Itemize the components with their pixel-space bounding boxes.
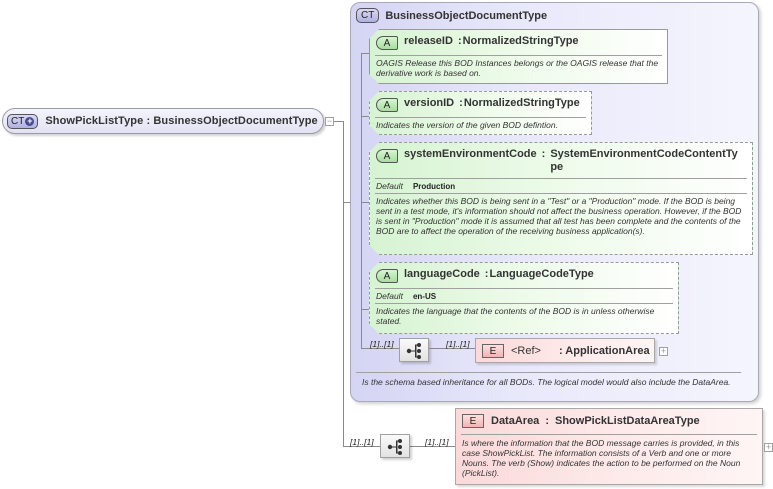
attribute-documentation: Indicates whether this BOD is being sent… <box>376 196 742 236</box>
documentation-divider <box>356 372 741 373</box>
divider <box>375 55 662 56</box>
base-complex-type-container: CT BusinessObjectDocumentType A releaseI… <box>350 2 759 402</box>
default-value: en-US <box>412 291 437 301</box>
element-header: E <Ref> : ApplicationArea <box>476 339 654 358</box>
attribute-name: languageCode <box>404 268 480 280</box>
divider <box>375 178 747 179</box>
element-badge: E <box>462 414 484 428</box>
attribute-connector-3 <box>361 202 371 203</box>
attribute-name: releaseID <box>404 35 453 47</box>
sequence-compositor[interactable] <box>380 434 410 458</box>
attribute-type: NormalizedStringType <box>463 97 580 109</box>
element-cardinality: [1]..[1] <box>425 437 449 447</box>
sequence-connector <box>361 348 399 349</box>
attribute-badge: A <box>376 36 398 50</box>
sequence-compositor[interactable] <box>399 338 429 362</box>
type-separator: : <box>545 415 549 427</box>
divider <box>375 303 673 304</box>
type-separator: : <box>541 148 546 160</box>
default-label: Default <box>376 291 403 301</box>
element-header: E DataArea : ShowPickListDataAreaType <box>456 409 762 428</box>
attribute-systemenvironmentcode[interactable]: A systemEnvironmentCode : SystemEnvironm… <box>369 142 753 255</box>
attribute-header: A systemEnvironmentCode : SystemEnvironm… <box>370 143 752 174</box>
attribute-type: SystemEnvironmentCodeContentTy pe <box>550 148 738 173</box>
type-separator: : <box>457 35 462 47</box>
complex-type-badge: CT + <box>7 113 39 129</box>
root-type-title: ShowPickListType : BusinessObjectDocumen… <box>45 115 318 127</box>
default-value: Production <box>412 181 456 191</box>
attribute-connector-vertical <box>361 53 362 348</box>
divider <box>375 117 586 118</box>
expand-applicationarea-toggle[interactable]: + <box>659 346 668 356</box>
extension-plus-icon: + <box>25 115 35 126</box>
attribute-versionid[interactable]: A versionID : NormalizedStringType Indic… <box>369 91 592 135</box>
attribute-releaseid[interactable]: A releaseID : NormalizedStringType OAGIS… <box>369 29 668 84</box>
collapse-root-toggle[interactable]: − <box>325 116 334 126</box>
type-separator: : <box>484 268 489 280</box>
element-applicationarea[interactable]: E <Ref> : ApplicationArea <box>475 338 655 363</box>
attribute-badge: A <box>376 98 398 112</box>
sequence-icon <box>387 439 402 455</box>
complex-type-badge: CT <box>356 8 380 23</box>
attribute-type: NormalizedStringType <box>462 35 579 47</box>
connector-to-dataarea-seq <box>343 446 380 447</box>
element-documentation: Is where the information that the BOD me… <box>462 438 741 478</box>
sequence-icon <box>406 343 421 359</box>
divider <box>375 288 673 289</box>
attribute-connector-1 <box>361 53 371 54</box>
element-ref-name: <Ref> <box>511 345 541 357</box>
sequence-to-element-connector <box>429 348 475 349</box>
element-type: : ApplicationArea <box>558 345 650 357</box>
default-label: Default <box>376 181 403 191</box>
expand-dataarea-toggle[interactable]: + <box>764 442 773 452</box>
attribute-documentation: Indicates the version of the given BOD d… <box>376 120 558 130</box>
attribute-header: A languageCode : LanguageCodeType <box>370 263 678 283</box>
connector-root-to-tree <box>333 121 343 122</box>
attribute-name: systemEnvironmentCode <box>404 148 537 160</box>
element-type: ShowPickListDataAreaType <box>554 415 700 427</box>
default-row: Default Production <box>370 179 752 193</box>
element-dataarea[interactable]: E DataArea : ShowPickListDataAreaType Is… <box>455 408 763 485</box>
attribute-name: versionID <box>404 97 455 109</box>
element-name: DataArea <box>491 415 540 427</box>
attribute-badge: A <box>376 269 398 283</box>
sequence-cardinality: [1]..[1] <box>370 339 394 349</box>
divider <box>461 434 757 435</box>
element-cardinality: [1]..[1] <box>446 339 470 349</box>
attribute-connector-4 <box>361 309 371 310</box>
connector-root-vertical <box>343 121 344 446</box>
base-type-title: BusinessObjectDocumentType <box>385 9 548 22</box>
base-type-header: CT BusinessObjectDocumentType <box>356 8 547 23</box>
element-badge: E <box>482 344 504 358</box>
complex-type-badge-label: CT <box>11 115 25 127</box>
root-complex-type-node[interactable]: CT + ShowPickListType : BusinessObjectDo… <box>2 108 324 134</box>
attribute-badge: A <box>376 149 398 163</box>
attribute-documentation: OAGIS Release this BOD Instances belongs… <box>376 58 659 78</box>
attribute-type: LanguageCodeType <box>489 268 594 280</box>
type-separator: : <box>459 97 463 109</box>
connector-to-base-type <box>343 202 351 203</box>
default-row: Default en-US <box>370 289 678 303</box>
base-type-documentation: Is the schema based inheritance for all … <box>362 377 731 387</box>
attribute-header: A versionID : NormalizedStringType <box>370 92 591 112</box>
attribute-header: A releaseID : NormalizedStringType <box>370 30 667 50</box>
attribute-languagecode[interactable]: A languageCode : LanguageCodeType Defaul… <box>369 262 679 334</box>
connector-seq-to-dataarea <box>410 446 456 447</box>
divider <box>375 193 747 194</box>
attribute-documentation: Indicates the language that the contents… <box>376 306 655 326</box>
sequence-cardinality: [1]..[1] <box>350 437 374 447</box>
attribute-connector-2 <box>361 116 371 117</box>
